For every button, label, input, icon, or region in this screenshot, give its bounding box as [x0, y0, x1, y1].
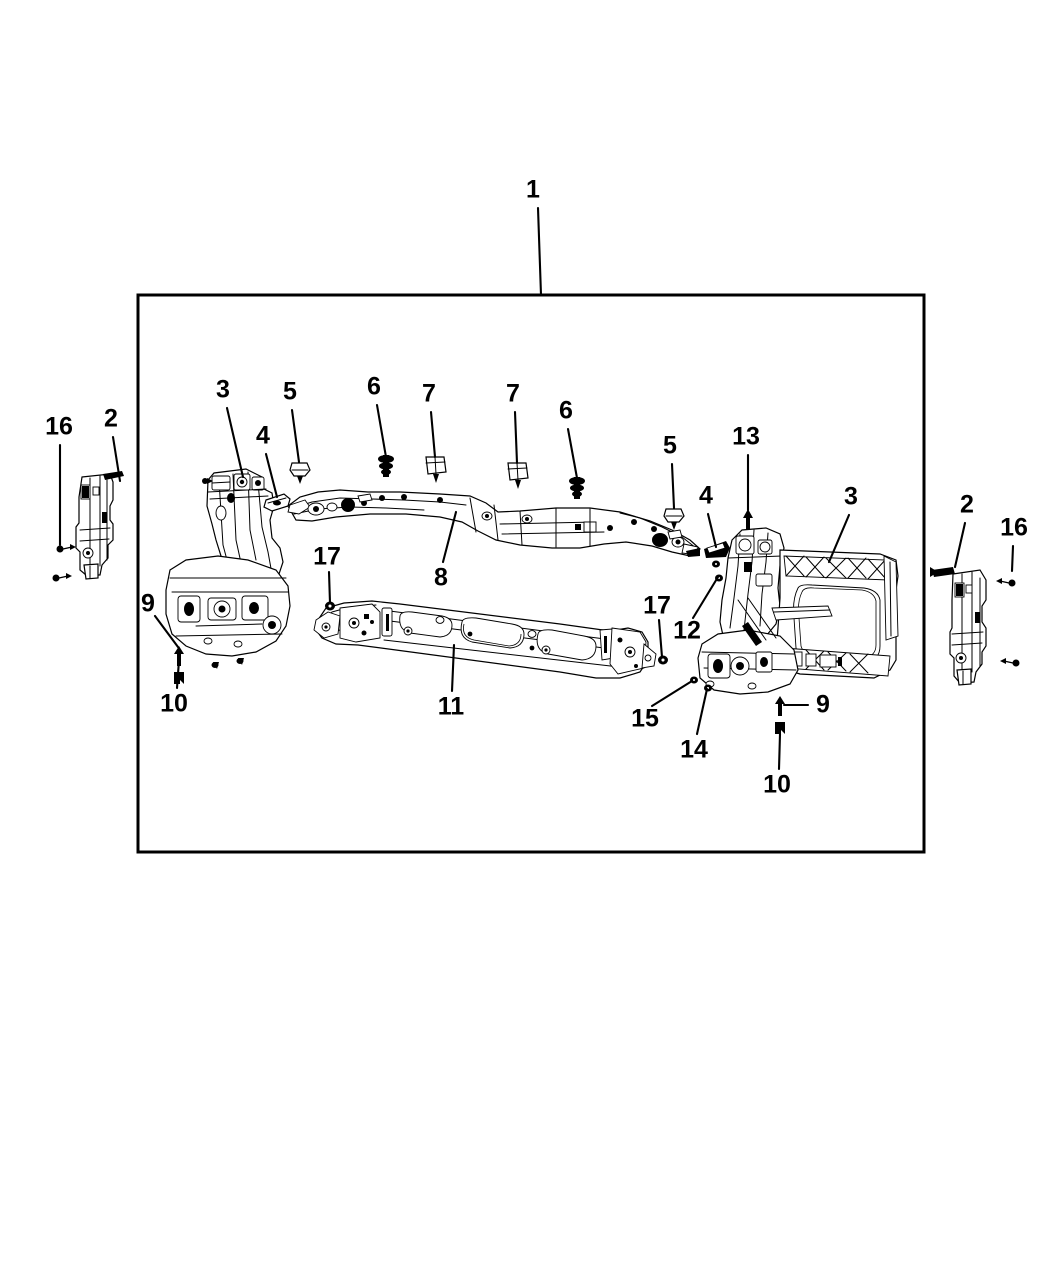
leader-line-6: [566, 427, 579, 480]
part-9-bolt-left: [174, 646, 184, 666]
part-6-christmas-tree-clip-right: [569, 477, 585, 499]
leader-line-7: [513, 410, 519, 465]
screw-above-12: [712, 560, 720, 568]
loose-fasteners-left-lower: [211, 658, 244, 669]
part-9-bolt-right: [775, 696, 785, 716]
callout-number-14: 14: [680, 735, 708, 764]
leader-line-3: [827, 513, 851, 564]
part-8-upper-crossmember: [287, 489, 701, 557]
callout-number-9: 9: [141, 589, 155, 618]
leader-line-9: [153, 614, 180, 649]
callout-number-4: 4: [256, 421, 270, 450]
part-3-right-headlamp-support: [697, 527, 899, 695]
part-11-lower-crossmember: [313, 600, 657, 679]
leader-line-16: [1010, 544, 1015, 573]
callout-number-17: 17: [313, 542, 341, 571]
leader-line-5: [290, 408, 301, 464]
part-17-bolt-right: [658, 655, 668, 665]
assembly-frame-border: [136, 293, 926, 854]
callout-number-12: 12: [673, 616, 701, 645]
callout-number-17: 17: [643, 591, 671, 620]
leader-line-10: [175, 658, 181, 690]
callout-number-8: 8: [434, 563, 448, 592]
leader-line-17: [327, 570, 332, 605]
callout-number-7: 7: [422, 379, 436, 408]
part-7-grommet-clip-b: [507, 462, 529, 489]
part-13-stud: [743, 509, 753, 532]
callout-number-15: 15: [631, 704, 659, 733]
fastener-16-lower: [52, 573, 72, 582]
callout-number-13: 13: [732, 422, 760, 451]
fastener-16-right-lower: [1000, 658, 1020, 667]
callout-number-9: 9: [816, 690, 830, 719]
fastener-16-right-upper: [996, 578, 1016, 587]
part-6-christmas-tree-clip-left: [378, 455, 394, 477]
part-10-nut-right: [775, 722, 785, 734]
part-7-grommet-clip-a: [425, 456, 447, 483]
part-5-push-pin-right: [663, 508, 685, 530]
leader-line-14: [695, 687, 709, 736]
callout-number-2: 2: [104, 404, 118, 433]
leader-line-12: [691, 575, 720, 620]
callout-number-4: 4: [699, 481, 713, 510]
part-2-right-side-rail-bracket: [930, 567, 1020, 686]
leader-line-2: [953, 521, 967, 569]
callout-number-1: 1: [526, 175, 540, 204]
leader-line-17: [657, 618, 664, 659]
part-5-push-pin-left: [289, 462, 311, 484]
leader-line-3: [225, 406, 245, 479]
callout-number-16: 16: [1000, 513, 1028, 542]
fastener-16-upper: [56, 544, 76, 553]
small-clip-left-tower: [202, 478, 213, 484]
leader-line-10: [777, 732, 782, 771]
leader-line-4: [706, 512, 718, 549]
callout-number-10: 10: [763, 770, 791, 799]
leader-line-8: [441, 510, 458, 564]
callout-number-11: 11: [437, 692, 465, 721]
callout-leader-lines: [58, 206, 1015, 771]
part-3-left-headlamp-support: [165, 468, 291, 669]
part-4-retainer-left: [263, 493, 291, 512]
leader-line-6: [375, 403, 388, 459]
callout-number-5: 5: [283, 377, 297, 406]
callout-number-3: 3: [216, 375, 230, 404]
leader-line-15: [650, 679, 694, 708]
part-4-retainer-right: [704, 541, 730, 558]
leader-line-7: [429, 410, 437, 459]
callout-number-16: 16: [45, 412, 73, 441]
leader-line-4: [264, 452, 279, 499]
leader-line-5: [670, 462, 676, 510]
callout-number-5: 5: [663, 431, 677, 460]
leader-line-1: [536, 206, 543, 297]
part-14-bolt: [704, 684, 712, 692]
callout-number-10: 10: [160, 689, 188, 718]
callout-number-2: 2: [960, 490, 974, 519]
leader-line-2: [111, 435, 122, 483]
part-2-left-side-rail-bracket: [52, 471, 124, 582]
callout-number-3: 3: [844, 482, 858, 511]
callout-number-7: 7: [506, 379, 520, 408]
callout-number-6: 6: [559, 396, 573, 425]
callout-number-6: 6: [367, 372, 381, 401]
leader-line-11: [450, 643, 456, 693]
